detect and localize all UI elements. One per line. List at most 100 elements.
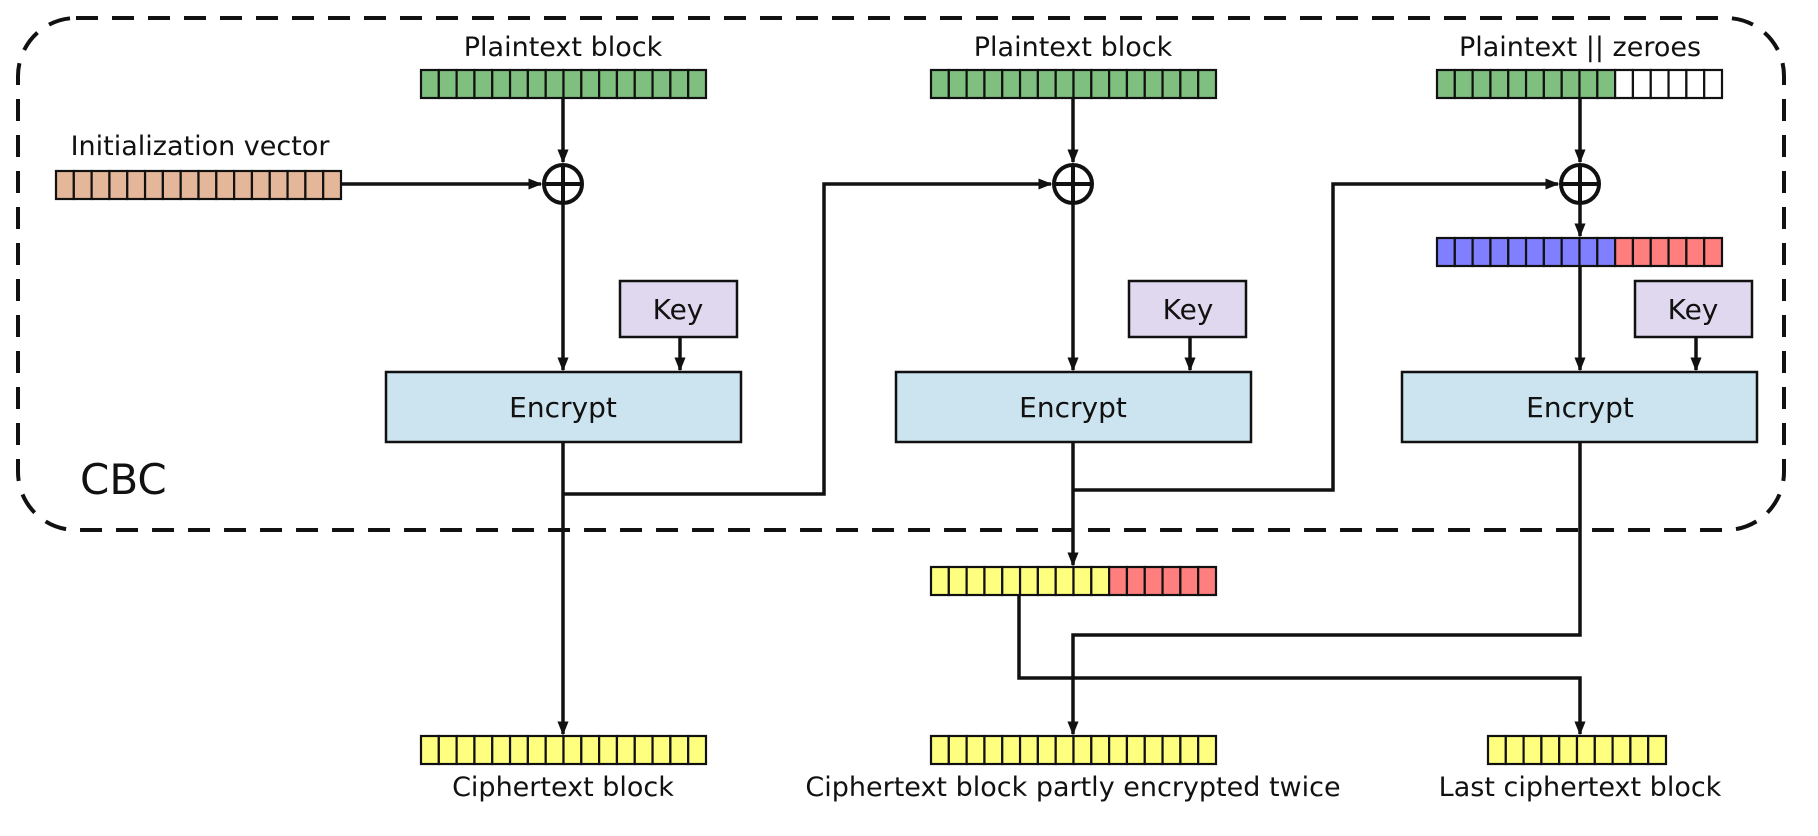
block-cell (1542, 236, 1563, 268)
block-cell (1703, 68, 1724, 100)
block-cell (1161, 68, 1182, 100)
block-cell (126, 169, 147, 201)
block-cell (1179, 734, 1200, 766)
block-cell (108, 169, 129, 201)
block-cell (598, 734, 619, 766)
block-cell (1018, 734, 1039, 766)
block-cell (687, 734, 708, 766)
label-plaintext-1: Plaintext block (464, 32, 663, 63)
block-cell (1560, 236, 1581, 268)
block-cell (1090, 565, 1111, 597)
block-cell (1685, 236, 1706, 268)
block-cell (1143, 565, 1164, 597)
block-cell (544, 68, 565, 100)
encrypt-box-3 (1400, 370, 1759, 444)
block-cell (1036, 734, 1057, 766)
block-cell (983, 68, 1004, 100)
block-cell (1486, 734, 1507, 766)
block-cell (1489, 236, 1510, 268)
block-cell (1558, 734, 1579, 766)
block-cell (473, 734, 494, 766)
block-cell (179, 169, 200, 201)
block-cell (1435, 68, 1456, 100)
block-cell (1504, 734, 1525, 766)
block-cell (598, 68, 619, 100)
block-cell (437, 68, 458, 100)
block-cell (1108, 68, 1129, 100)
block-cell (580, 734, 601, 766)
block-cell (1036, 68, 1057, 100)
encrypt-label-1: Encrypt (509, 391, 617, 424)
block-cell (508, 734, 529, 766)
label-ciphertext-1: Ciphertext block (452, 772, 674, 803)
block-cell (1614, 68, 1635, 100)
block-cell (1471, 236, 1492, 268)
block-cell (1542, 68, 1563, 100)
block-cell (947, 734, 968, 766)
block-cell (1072, 68, 1093, 100)
block-cell (1072, 734, 1093, 766)
block-cell (965, 734, 986, 766)
block-cell (983, 565, 1004, 597)
block-cell (1072, 565, 1093, 597)
block-cell (491, 68, 512, 100)
encrypt-box-1 (384, 370, 743, 444)
block-cell (1090, 68, 1111, 100)
block-cell (526, 68, 547, 100)
block-cell (1578, 236, 1599, 268)
block-cell (947, 68, 968, 100)
block-cell (562, 734, 583, 766)
block-cell (983, 734, 1004, 766)
block-cell (562, 68, 583, 100)
plaintext-block-2 (929, 68, 1218, 100)
label-plaintext-3: Plaintext || zeroes (1459, 32, 1701, 63)
block-cell (233, 169, 254, 201)
label-plaintext-2: Plaintext block (974, 32, 1173, 63)
block-cell (965, 68, 986, 100)
block-cell (1540, 734, 1561, 766)
block-cell (1471, 68, 1492, 100)
block-cell (1631, 68, 1652, 100)
block-cell (508, 68, 529, 100)
block-cell (1631, 236, 1652, 268)
block-cell (1596, 68, 1617, 100)
block-cell (633, 734, 654, 766)
block-cell (1435, 236, 1456, 268)
key-box-3 (1633, 279, 1754, 339)
key-label-3: Key (1668, 293, 1719, 326)
block-cell (1108, 565, 1129, 597)
block-cell (437, 734, 458, 766)
block-cell (1596, 236, 1617, 268)
block-cell (1629, 734, 1650, 766)
block-cell (687, 68, 708, 100)
mode-label: CBC (80, 455, 167, 504)
block-cell (197, 169, 218, 201)
block-cell (1125, 68, 1146, 100)
block-cell (1108, 734, 1129, 766)
block-cell (1649, 68, 1670, 100)
block-cell (304, 169, 325, 201)
block-cell (1018, 68, 1039, 100)
block-cell (615, 68, 636, 100)
block-cell (419, 734, 440, 766)
block-cell (1507, 236, 1528, 268)
block-cell (1161, 734, 1182, 766)
xor-icon-3 (1559, 163, 1601, 205)
intermediate-cipher-block (929, 565, 1218, 597)
block-cell (1703, 236, 1724, 268)
block-cell (1522, 734, 1543, 766)
block-cell (1125, 734, 1146, 766)
ciphertext-block-1 (419, 734, 708, 766)
block-cell (651, 734, 672, 766)
xor-icon-2 (1052, 163, 1094, 205)
block-cell (580, 68, 601, 100)
initialization-vector-block (54, 169, 343, 201)
block-cell (1453, 68, 1474, 100)
block-cell (651, 68, 672, 100)
block-cell (1054, 68, 1075, 100)
block-cell (143, 169, 164, 201)
last-ciphertext-block (1486, 734, 1668, 766)
block-cell (1685, 68, 1706, 100)
block-cell (1001, 734, 1022, 766)
